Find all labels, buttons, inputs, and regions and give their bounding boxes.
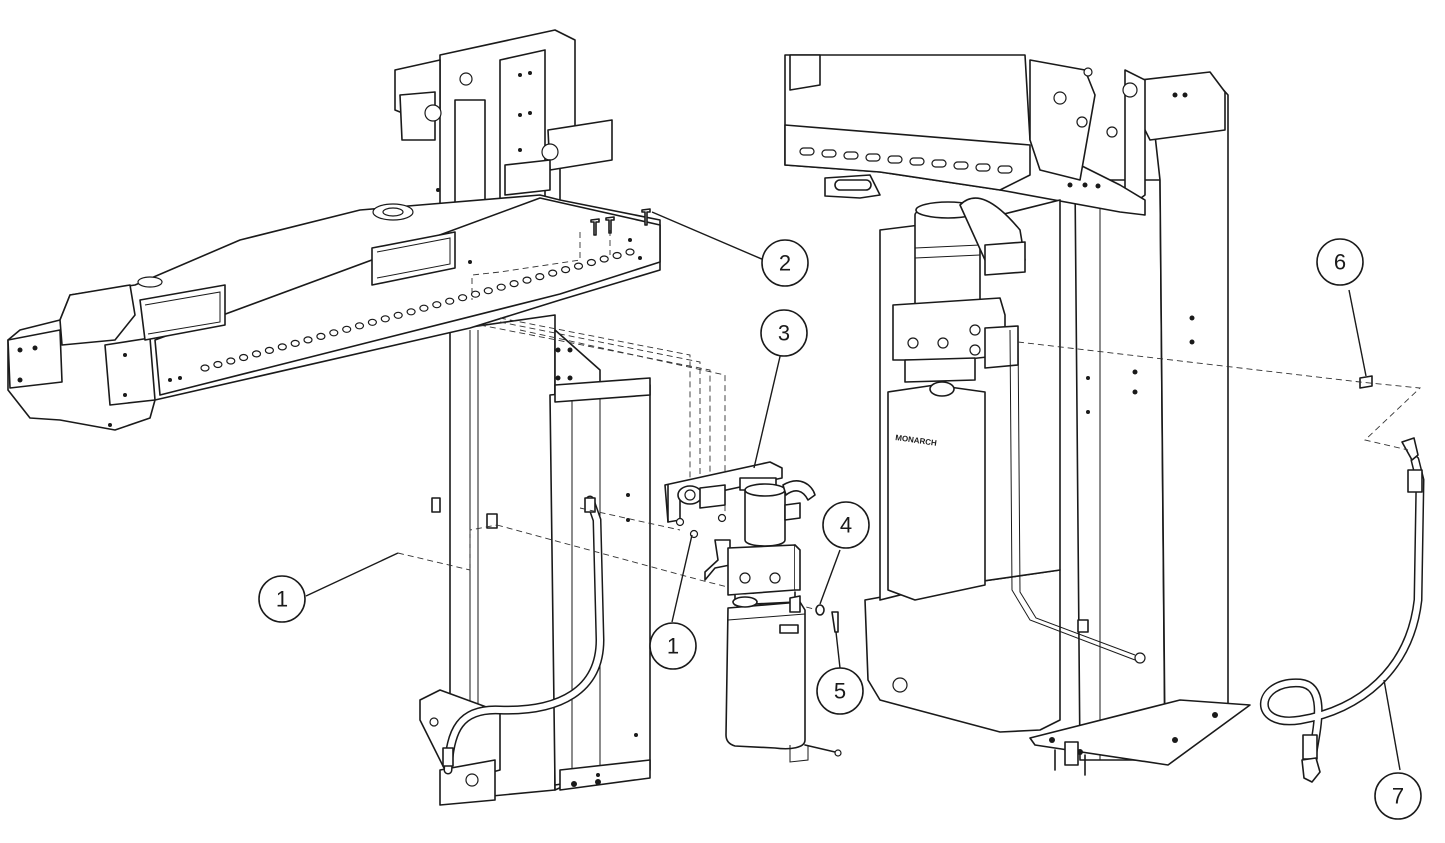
hose-assembly-item-7: [1259, 437, 1425, 783]
crossmember-slot: [909, 157, 925, 166]
arm-slot: [483, 287, 493, 295]
assembly-lines-right: [1017, 341, 1422, 451]
arm-slot: [342, 325, 352, 333]
arm-slot: [406, 308, 416, 316]
arm-slot: [277, 343, 287, 351]
arm-slot: [367, 318, 377, 326]
arm-slot: [625, 248, 635, 256]
arm-slot: [509, 280, 519, 288]
arm-slot: [458, 294, 468, 302]
callout-4: 4: [822, 501, 870, 549]
callout-label: 2: [779, 251, 791, 276]
arm-slot: [264, 346, 274, 354]
callout-1b: 1: [649, 622, 697, 670]
arm-slot: [573, 262, 584, 270]
right-column-assembly: MONARCH: [784, 54, 1251, 776]
callout-2: 2: [761, 239, 809, 287]
arm-slot: [496, 283, 506, 291]
arm-slot: [213, 360, 223, 369]
arm-slot: [200, 364, 210, 372]
arm-slot: [445, 297, 455, 305]
pump-assembly-small: [664, 461, 842, 763]
callout-5: 5: [816, 667, 864, 715]
callout-label: 4: [840, 513, 852, 538]
callout-3: 3: [760, 309, 808, 357]
callout-label: 1: [276, 587, 288, 612]
arm-slot: [303, 336, 313, 344]
arm-slot: [239, 353, 249, 362]
crossmember-slot: [865, 153, 881, 162]
screws-item-2: [590, 208, 651, 236]
arm-slot: [419, 304, 429, 312]
arm-slot: [548, 269, 558, 277]
fitting-item-6: [1359, 375, 1373, 389]
arm-slot: [522, 276, 532, 284]
arm-slot: [535, 273, 545, 281]
crossmember-slot: [975, 163, 991, 172]
arm-slot: [393, 311, 403, 319]
arm-slot: [380, 315, 390, 323]
arm-slot: [251, 350, 262, 358]
arm-slot: [612, 251, 622, 260]
leader-lines: [305, 211, 1401, 771]
callout-label: 6: [1334, 250, 1346, 275]
arm-slot: [290, 339, 300, 347]
arm-slot: [226, 357, 236, 365]
crossmember-slot: [931, 159, 947, 168]
callout-label: 1: [667, 634, 679, 659]
callout-1a: 1: [258, 575, 306, 623]
crossmember-slot: [997, 165, 1013, 174]
crossmember-slot: [887, 155, 903, 164]
arm-slot: [329, 329, 339, 337]
callout-7: 7: [1374, 772, 1422, 820]
callout-label: 7: [1392, 784, 1404, 809]
arm-slot-row: [200, 248, 635, 372]
crossmember-slot: [799, 147, 815, 156]
arm-slot: [560, 266, 571, 274]
arm-slot: [432, 301, 442, 309]
crossmember-slot: [953, 161, 969, 170]
arm-slot: [354, 322, 365, 330]
arm-slot: [599, 255, 609, 263]
arm-slot: [316, 332, 326, 340]
callout-label: 5: [834, 679, 846, 704]
crossmember-slot: [843, 151, 859, 160]
crossmember-slot: [821, 149, 837, 158]
callout-label: 3: [778, 321, 790, 346]
arm-slot: [586, 258, 597, 267]
callout-6: 6: [1316, 238, 1364, 286]
arm-slot: [470, 290, 481, 298]
left-column-assembly: [394, 29, 651, 806]
